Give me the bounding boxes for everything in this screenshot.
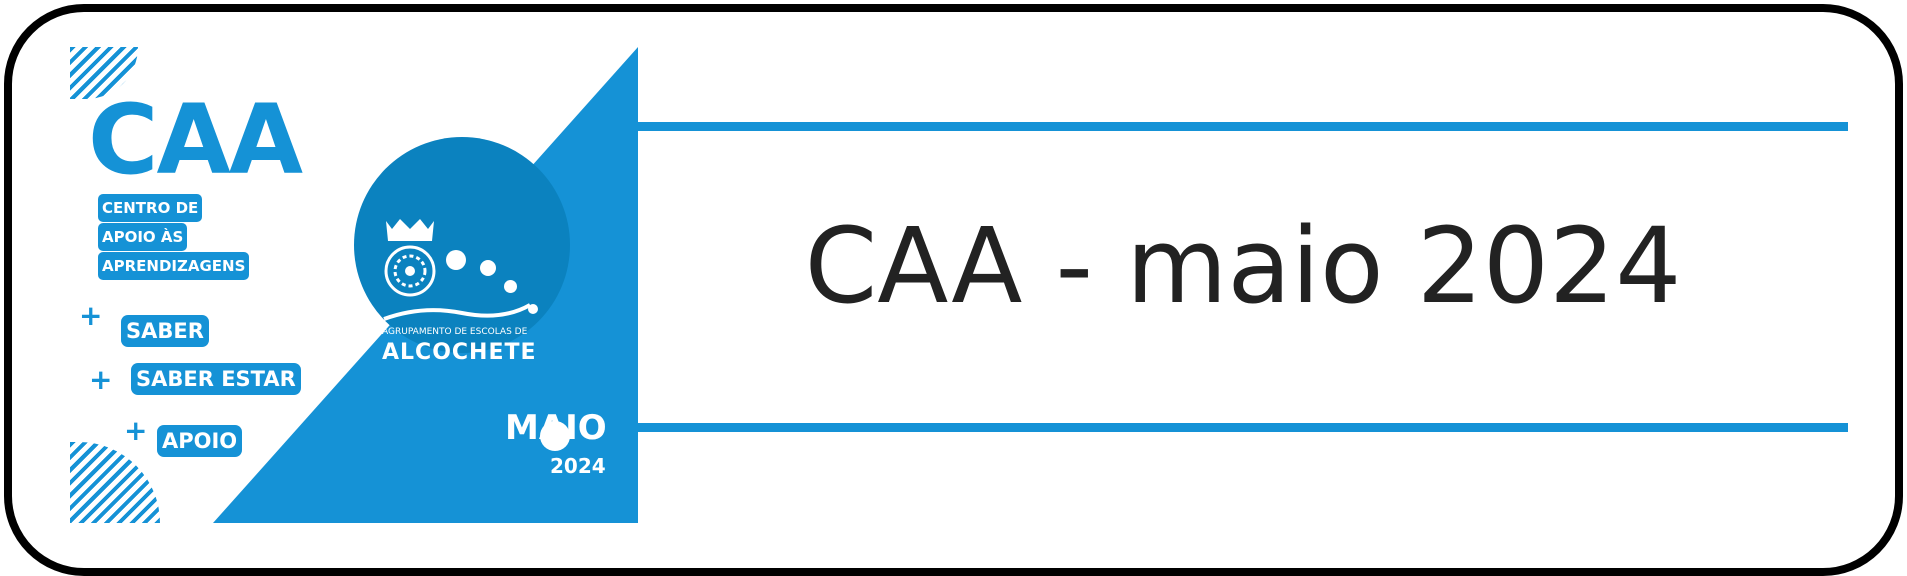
subtitle-line: APOIO ÀS (98, 223, 188, 251)
poster-item-apoio: APOIO (157, 425, 243, 457)
poster-item-saber: SABER (121, 315, 209, 347)
plus-icon: + (124, 414, 148, 447)
subtitle-line: CENTRO DE (98, 194, 203, 222)
crown-emblem-icon (384, 219, 436, 297)
poster-item-saber-estar: SABER ESTAR (131, 363, 301, 395)
logo-dot (528, 304, 538, 314)
bottom-divider (638, 423, 1848, 432)
top-divider (638, 122, 1848, 131)
poster-month: MAIO (505, 408, 607, 448)
plus-icon: + (79, 299, 103, 332)
banner-title[interactable]: CAA - maio 2024 (804, 205, 1682, 327)
logo-dot (446, 250, 466, 270)
poster-year: 2024 (550, 454, 606, 478)
logo-text-small: AGRUPAMENTO DE ESCOLAS DE (382, 327, 528, 337)
poster-acronym: CAA (88, 84, 303, 196)
plus-icon: + (89, 363, 113, 396)
poster-subtitle: CENTRO DE APOIO ÀS APRENDIZAGENS (98, 194, 250, 281)
poster-image: CAA CENTRO DE APOIO ÀS APRENDIZAGENS + S… (70, 47, 638, 523)
logo-text-big: ALCOCHETE (382, 340, 537, 365)
subtitle-line: APRENDIZAGENS (98, 252, 250, 280)
wave-icon (383, 303, 531, 321)
logo-dot (504, 280, 517, 293)
decorative-dot (540, 421, 570, 451)
logo-dot (480, 260, 496, 276)
